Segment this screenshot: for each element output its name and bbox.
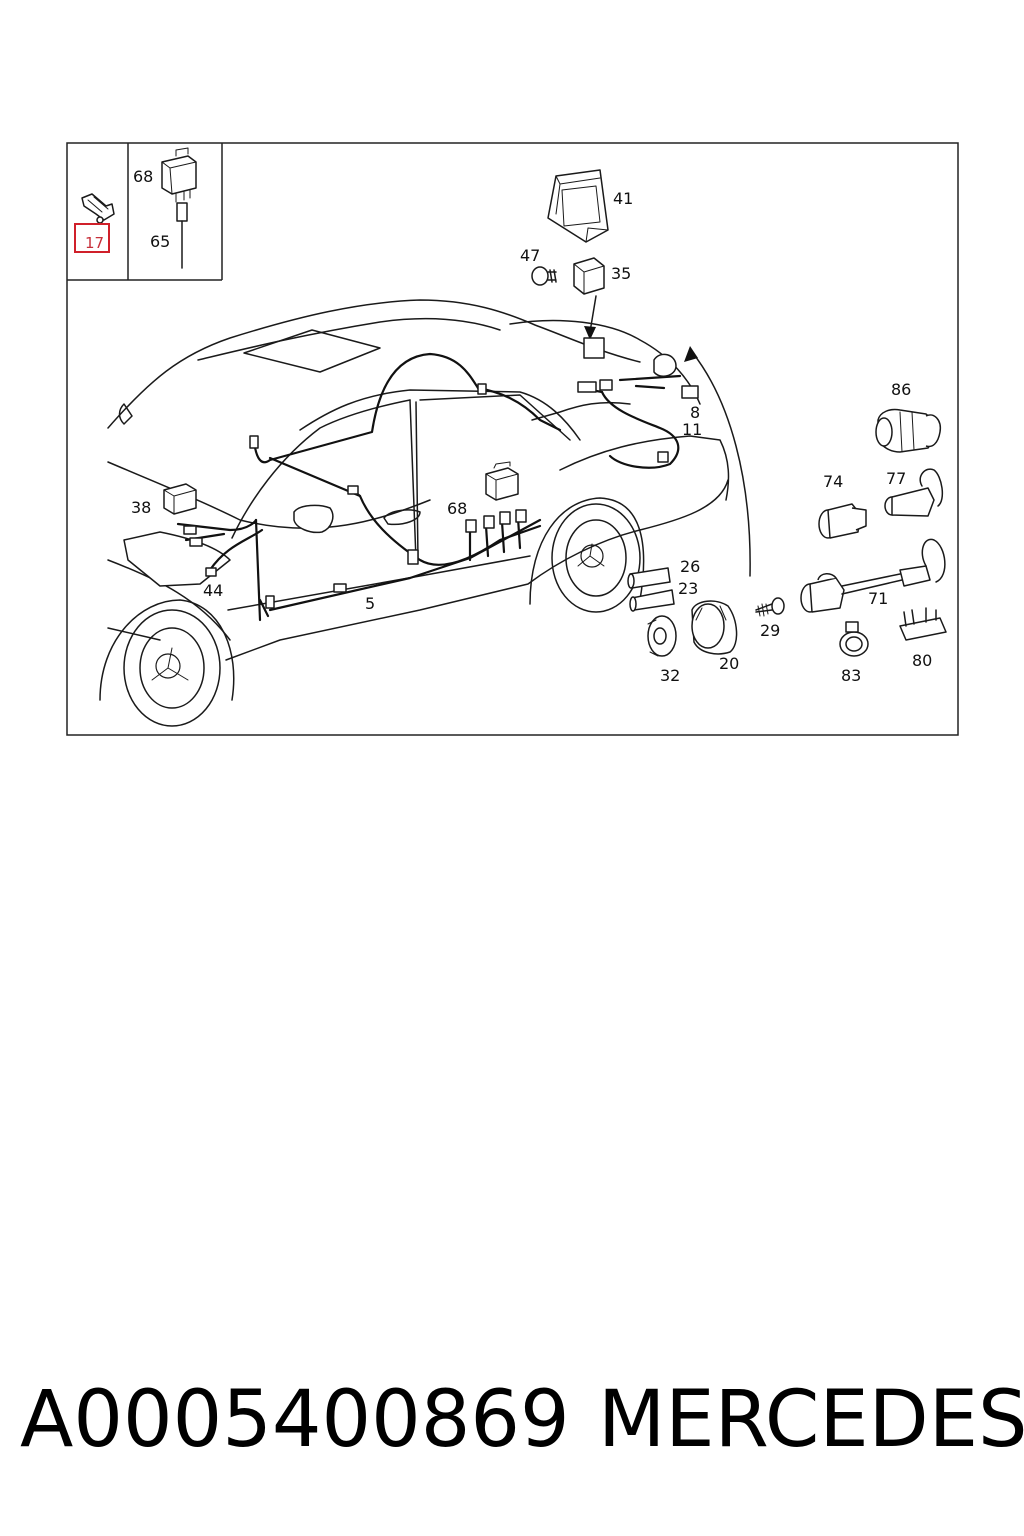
diagram-frame bbox=[66, 142, 959, 736]
front-wheel bbox=[99, 599, 235, 727]
part-80-holder[interactable] bbox=[899, 607, 947, 641]
part-26-pin[interactable] bbox=[627, 567, 671, 589]
part-29-screw[interactable] bbox=[755, 597, 785, 617]
callout-77: 77 bbox=[886, 469, 906, 488]
callout-8: 8 bbox=[690, 403, 700, 422]
arrow-35 bbox=[589, 295, 597, 333]
part-68-relay-inset[interactable] bbox=[161, 147, 197, 203]
callout-80: 80 bbox=[912, 651, 932, 670]
callout-65: 65 bbox=[150, 232, 170, 251]
brand-name: MERCEDES bbox=[598, 1375, 1024, 1465]
part-65-pin[interactable] bbox=[176, 202, 188, 269]
callout-68-inset: 68 bbox=[133, 167, 153, 186]
part-47-screw[interactable] bbox=[531, 266, 557, 286]
part-71-cable[interactable] bbox=[800, 538, 946, 613]
part-77-plug[interactable] bbox=[884, 468, 944, 517]
callout-32: 32 bbox=[660, 666, 680, 685]
callout-47: 47 bbox=[520, 246, 540, 265]
callout-86: 86 bbox=[891, 380, 911, 399]
rear-wheel bbox=[529, 497, 645, 613]
part-38-relay[interactable] bbox=[163, 483, 197, 515]
arrowhead-35 bbox=[584, 326, 596, 340]
callout-11: 11 bbox=[682, 420, 702, 439]
part-68-relay[interactable] bbox=[465, 461, 527, 533]
part-17-clip[interactable] bbox=[81, 193, 115, 224]
part-74-plug[interactable] bbox=[818, 503, 867, 539]
inset-panel bbox=[67, 143, 223, 281]
wiring-harness bbox=[176, 352, 682, 622]
part-86-socket[interactable] bbox=[875, 408, 942, 453]
callout-29: 29 bbox=[760, 621, 780, 640]
callout-41: 41 bbox=[613, 189, 633, 208]
part-83-clamp[interactable] bbox=[839, 621, 869, 657]
callout-38: 38 bbox=[131, 498, 151, 517]
callout-35: 35 bbox=[611, 264, 631, 283]
vehicle-outline bbox=[107, 299, 730, 661]
callout-83: 83 bbox=[841, 666, 861, 685]
part-23-pin[interactable] bbox=[629, 589, 675, 612]
callout-5: 5 bbox=[365, 594, 375, 613]
callout-26: 26 bbox=[680, 557, 700, 576]
callout-20: 20 bbox=[719, 654, 739, 673]
part-20-housing[interactable] bbox=[691, 600, 738, 655]
curved-arrowhead bbox=[684, 346, 698, 362]
harness-connectors bbox=[183, 337, 699, 609]
highlight-box-17[interactable] bbox=[74, 223, 110, 253]
part-number: A0005400869 bbox=[20, 1375, 570, 1465]
part-32-cap[interactable] bbox=[647, 615, 677, 657]
curved-arrow bbox=[691, 351, 751, 577]
part-41-control-unit[interactable] bbox=[547, 169, 609, 243]
callout-74: 74 bbox=[823, 472, 843, 491]
callout-23: 23 bbox=[678, 579, 698, 598]
callout-44: 44 bbox=[203, 581, 223, 600]
callout-17[interactable]: 17 bbox=[85, 234, 104, 252]
part-35-relay[interactable] bbox=[573, 257, 605, 295]
callout-71: 71 bbox=[868, 589, 888, 608]
callout-68: 68 bbox=[447, 499, 467, 518]
